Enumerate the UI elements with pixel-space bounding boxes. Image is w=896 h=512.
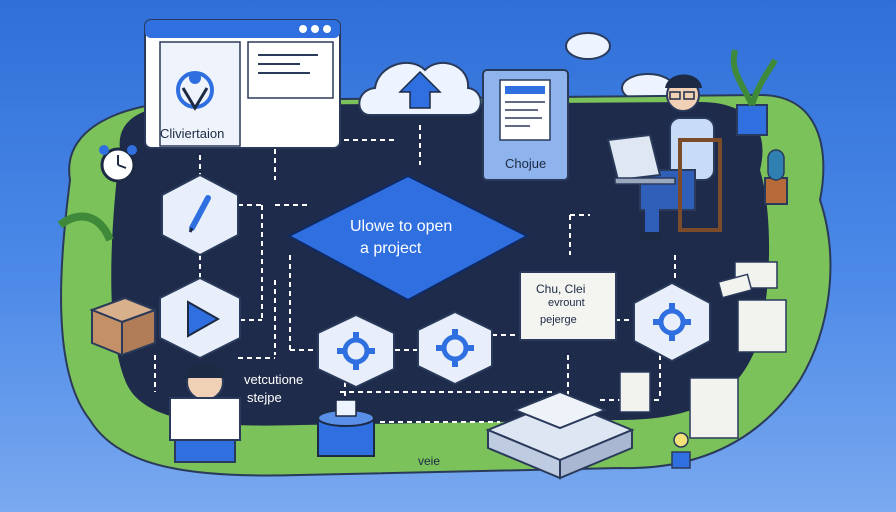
- document-panel[interactable]: [482, 69, 569, 181]
- alarm-clock-icon: [99, 145, 137, 183]
- person-bottom: [169, 363, 241, 463]
- note-line-2: evrount: [548, 297, 585, 309]
- gear-icon: [342, 308, 686, 365]
- window-label: Cliviertaion: [160, 126, 225, 141]
- center-label-line1: Ulowe to open: [350, 218, 453, 235]
- center-label-line2: a project: [360, 240, 422, 257]
- center-diamond: [286, 174, 530, 302]
- platform-stack: [485, 390, 635, 480]
- location-pin-icon: [176, 71, 214, 111]
- hex-node-gear-1[interactable]: [317, 313, 395, 389]
- note-line-3: pejerge: [540, 314, 577, 326]
- cloud-upload-icon[interactable]: [358, 61, 482, 116]
- hex-node-gear-2[interactable]: [417, 310, 493, 386]
- gear-teeth: [337, 303, 691, 370]
- bottom-label: veie: [418, 454, 441, 468]
- cloud-icon: [565, 32, 675, 103]
- step-label-line1: vetcutione: [244, 372, 304, 387]
- right-arrow: [735, 165, 760, 195]
- laptop-icon: [606, 133, 676, 185]
- paper-stacks: [619, 261, 787, 439]
- app-window[interactable]: [144, 19, 341, 149]
- pencil-icon: [188, 195, 211, 233]
- play-icon: [187, 300, 221, 338]
- note-card[interactable]: [519, 271, 617, 341]
- connector-lines: [154, 125, 676, 423]
- plant-icon: [57, 49, 788, 469]
- note-line-1: Chu, Clei: [536, 282, 586, 296]
- person-laptop: [639, 74, 722, 240]
- step-label-line2: stejpe: [247, 390, 282, 405]
- box-icon: [89, 296, 158, 357]
- doc-label: Chojue: [505, 156, 547, 171]
- server-icon: [317, 399, 375, 457]
- hex-node-gear-3[interactable]: [633, 281, 711, 363]
